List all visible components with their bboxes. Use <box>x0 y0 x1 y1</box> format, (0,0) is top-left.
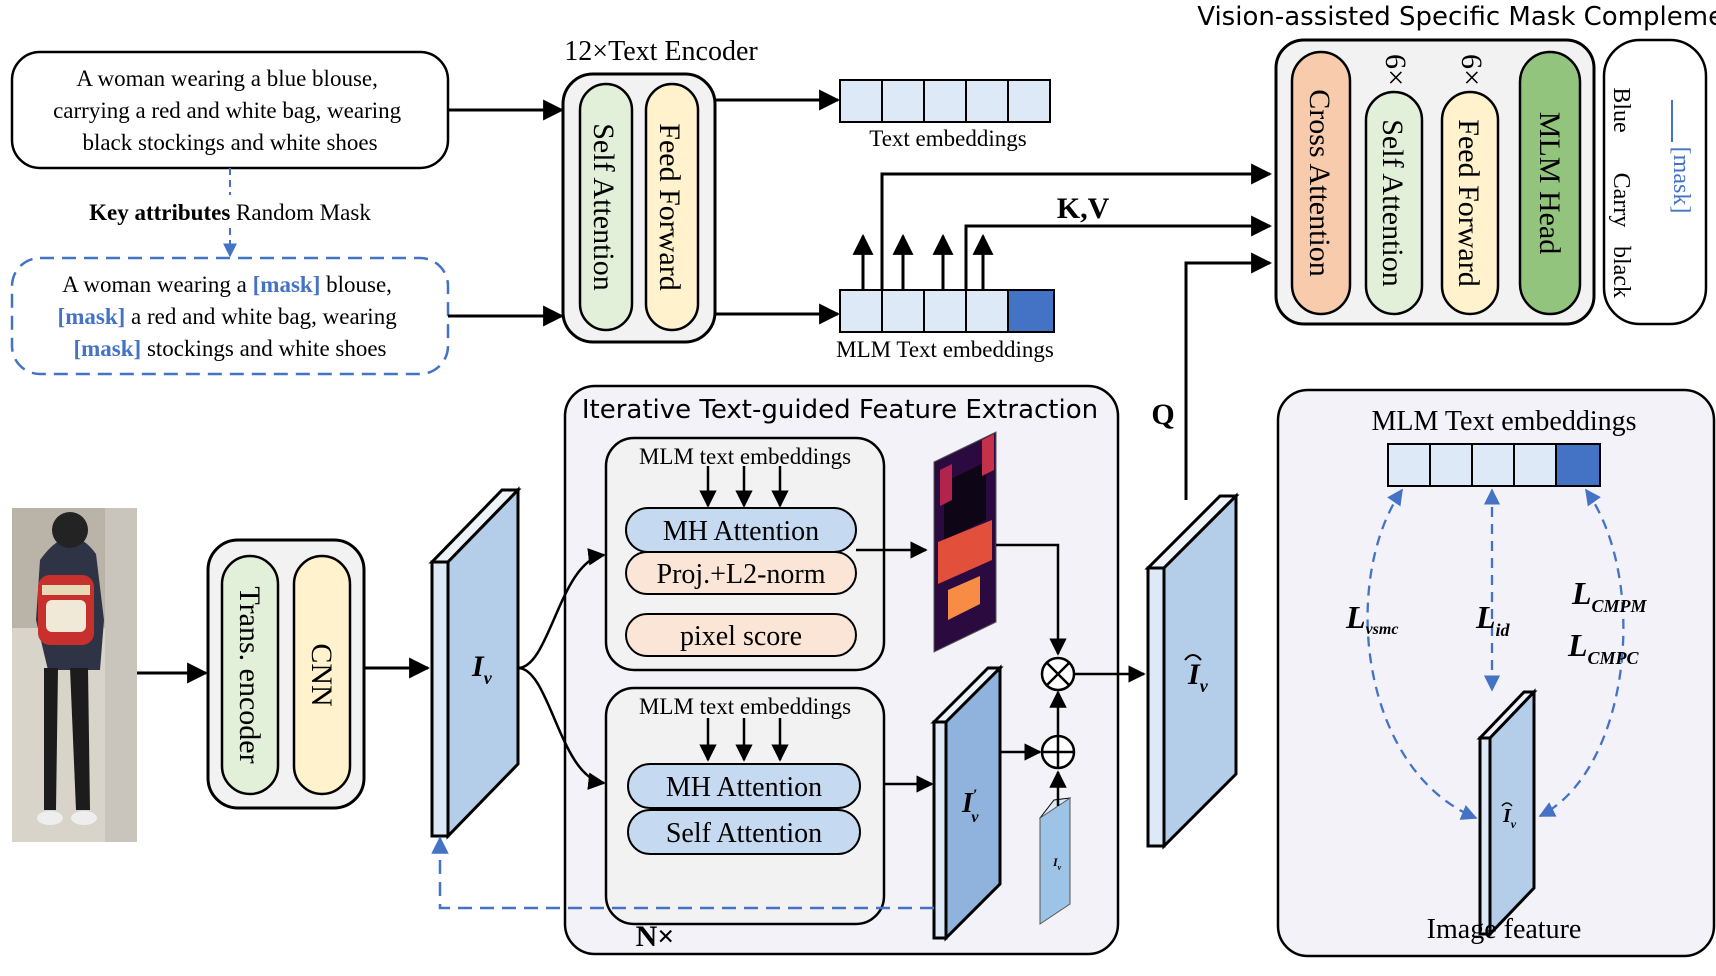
svg-text:CNN: CNN <box>305 643 338 706</box>
sentence-line: A woman wearing a blue blouse, <box>76 66 377 91</box>
svg-text:Carry: Carry <box>1608 173 1634 228</box>
image-feature-column: Iv <box>1476 688 1538 938</box>
svg-text:Lvsmc: Lvsmc <box>1345 599 1398 638</box>
text-embeddings <box>839 79 1051 123</box>
svg-text:Iv: Iv <box>1187 658 1209 696</box>
sentence-line: carrying a red and white bag, wearing <box>53 98 402 123</box>
loss-panel-title: MLM Text embeddings <box>1371 406 1636 437</box>
svg-text:I′v: I′v <box>961 787 979 826</box>
svg-text:MLM text embeddings: MLM text embeddings <box>639 444 851 469</box>
svg-text:Blue: Blue <box>1608 87 1634 132</box>
itfe-self-attention-block <box>627 809 861 855</box>
image-encoder: Trans. encoder CNN <box>206 538 366 810</box>
score-branch: MLM text embeddings MH Attention Proj.+L… <box>604 436 886 672</box>
loss-panel-mlm-embeddings <box>1387 443 1601 487</box>
cnn-block <box>292 554 352 796</box>
self-attention-block <box>578 82 634 332</box>
text-encoder-title: 12×Text Encoder <box>564 36 758 67</box>
multiply-operator <box>1040 656 1076 692</box>
mh-attention-block <box>627 763 861 809</box>
svg-text:Self Attention: Self Attention <box>666 818 822 849</box>
text-embeddings-label: Text embeddings <box>869 126 1026 151</box>
key-attributes-label: Key attributes Random Mask <box>89 200 371 225</box>
svg-text:black: black <box>1608 246 1634 298</box>
itfe-title: Iterative Text-guided Feature Extraction <box>582 395 1098 425</box>
svg-text:Proj.+L2-norm: Proj.+L2-norm <box>657 559 826 590</box>
vsmc-output: Blue Carry black [mask] <box>1602 38 1708 326</box>
svg-text:A woman wearing a [mask] blous: A woman wearing a [mask] blouse, [mask] … <box>58 272 403 361</box>
small-feature-iv: Iv <box>1038 797 1072 925</box>
feed-forward-block <box>644 82 700 332</box>
self-attention-branch: MLM text embeddings MH Attention Self At… <box>604 686 886 926</box>
cross-attention-block <box>1290 50 1352 316</box>
mlm-head-block <box>1518 50 1582 316</box>
svg-text:Iv: Iv <box>471 650 493 688</box>
l-cmpc: L <box>1567 627 1588 663</box>
svg-text:Feed Forward: Feed Forward <box>1452 119 1485 286</box>
svg-text:Iv: Iv <box>1052 855 1062 872</box>
person-photo <box>12 508 137 842</box>
mlm-text-embeddings-label: MLM Text embeddings <box>836 337 1054 362</box>
feature-map-iv-prime: I′v <box>930 664 1004 942</box>
masked-sentence-box: A woman wearing a [mask] blouse, [mask] … <box>10 256 450 376</box>
svg-text:MH Attention: MH Attention <box>666 772 822 803</box>
mlm-text-embeddings <box>839 289 1055 333</box>
loss-labels: Lvsmc Lid LCMPM LCMPC <box>1345 575 1648 668</box>
sentence-line: black stockings and white shoes <box>82 130 377 155</box>
svg-text:A woman wearing a blue blouse,: A woman wearing a blue blouse, carrying … <box>53 66 407 155</box>
svg-text:Self Attention: Self Attention <box>587 123 620 291</box>
feature-map-iv: Iv <box>428 486 522 840</box>
image-feature-label: Image feature <box>1427 914 1582 945</box>
svg-text:LCMPC: LCMPC <box>1567 627 1640 668</box>
feature-map-iv-hat: Iv <box>1144 492 1240 850</box>
trans-encoder-block <box>220 554 280 796</box>
kv-label: K,V <box>1057 192 1110 225</box>
pixel-score-block <box>625 613 857 657</box>
svg-text:[mask]: [mask] <box>1668 147 1694 214</box>
vsmc-feed-forward-block <box>1440 90 1500 316</box>
six-times-label: 6× <box>1379 54 1412 86</box>
svg-text:MLM text embeddings: MLM text embeddings <box>639 694 851 719</box>
svg-text:Trans. encoder: Trans. encoder <box>233 586 266 763</box>
l-id: L <box>1475 599 1496 635</box>
l-cmpm: L <box>1571 575 1592 611</box>
add-operator <box>1040 734 1076 770</box>
iteration-label: N× <box>636 920 675 953</box>
vsmc-title: Vision-assisted Specific Mask Complement <box>1197 2 1716 32</box>
proj-l2-block <box>625 551 857 595</box>
text-encoder: Self Attention Feed Forward <box>561 72 717 344</box>
vsmc-module: Cross Attention Self Attention Feed Forw… <box>1274 38 1596 326</box>
vsmc-self-attention-block <box>1364 90 1424 316</box>
svg-text:Iv: Iv <box>1502 805 1517 831</box>
svg-text:LCMPM: LCMPM <box>1571 575 1648 616</box>
svg-text:Feed Forward: Feed Forward <box>653 123 686 290</box>
svg-text:MLM Head: MLM Head <box>1533 112 1566 254</box>
six-times-label: 6× <box>1455 54 1488 86</box>
svg-text:Self Attention: Self Attention <box>1376 119 1409 287</box>
svg-text:Cross Attention: Cross Attention <box>1303 89 1336 277</box>
svg-text:pixel score: pixel score <box>680 621 802 652</box>
original-sentence-box: A woman wearing a blue blouse, carrying … <box>10 50 450 170</box>
svg-text:Lid: Lid <box>1475 599 1511 640</box>
pixel-score-heatmap <box>933 431 997 653</box>
q-label: Q <box>1151 398 1174 431</box>
svg-text:MH Attention: MH Attention <box>663 516 819 547</box>
l-vsmc: L <box>1345 599 1366 635</box>
